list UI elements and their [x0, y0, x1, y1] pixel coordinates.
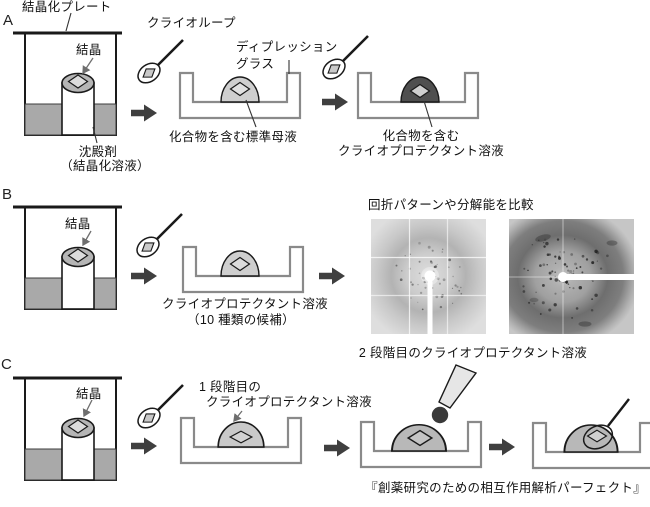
mother-liquor-pointer-line [245, 99, 257, 128]
depression-glass-label-line2: グラス [236, 57, 275, 71]
crystal-label-a: 結晶 [76, 43, 102, 57]
mother-liquor-label: 化合物を含む標準母液 [168, 130, 298, 144]
precipitant-label-line2: （結晶化溶液） [60, 159, 150, 173]
arrow-icon-b1 [131, 267, 157, 285]
stage1-label-line1: 1 段階目の [199, 380, 262, 394]
depression-glass-label-line1: ディプレッション [236, 40, 338, 54]
section-label-c: C [1, 356, 13, 373]
compare-diffraction-label: 回折パターンや分解能を比較 [368, 198, 534, 212]
diffraction-pattern-right [509, 219, 634, 334]
section-label-a: A [3, 12, 14, 29]
candidate-solution-label-line1: クライオプロテクタント溶液 [162, 297, 328, 311]
book-citation: 『創薬研究のための相互作用解析パーフェクト』 [365, 481, 646, 495]
crystal-label-b: 結晶 [65, 217, 91, 231]
cryoloop-icon-a1 [132, 38, 185, 89]
stage1-pointer-arrow [233, 410, 243, 423]
cryo-solution-label-line2: クライオプロテクタント溶液 [338, 144, 504, 158]
diffraction-pattern-left [371, 219, 486, 334]
arrow-icon-a2 [322, 93, 348, 111]
precipitant-label-line1: 沈殿剤 [78, 145, 118, 159]
arrow-icon-c3 [489, 438, 515, 456]
crystallization-plate-a [13, 33, 122, 135]
pipette-icon [431, 364, 478, 424]
plate-pointer-line [65, 12, 72, 32]
stage1-label-line2: クライオプロテクタント溶液 [206, 395, 372, 409]
cryoloop-in-drop-icon [582, 398, 630, 450]
section-label-b: B [2, 186, 13, 203]
cryo-solution-pointer-line [423, 100, 433, 128]
candidate-solution-label-line2: （10 種類の候補） [187, 313, 295, 327]
crystal-pointer-arrow-a [82, 57, 94, 75]
crystal-pointer-arrow-c [82, 399, 93, 418]
cryoloop-label: クライオループ [147, 16, 236, 30]
section-c-diagram [13, 364, 650, 480]
arrow-icon-c1 [131, 437, 157, 455]
crystal-pointer-arrow-b [82, 230, 92, 247]
precipitant-pointer-line [92, 126, 98, 144]
section-a-diagram [13, 12, 480, 144]
crystallization-plate-c [13, 378, 122, 480]
cryoloop-icon-b [131, 212, 184, 263]
cryoloop-icon-c [132, 383, 185, 434]
crystal-label-c: 結晶 [76, 387, 102, 401]
section-b-diagram [13, 207, 634, 334]
arrow-icon-b2 [319, 267, 345, 285]
plate-label: 結晶化プレート [22, 0, 112, 14]
arrow-icon-a1 [131, 104, 157, 122]
arrow-icon-c2 [324, 439, 350, 457]
cryo-solution-label-line1: 化合物を含む [382, 129, 460, 143]
stage2-label: 2 段階目のクライオプロテクタント溶液 [358, 346, 588, 360]
